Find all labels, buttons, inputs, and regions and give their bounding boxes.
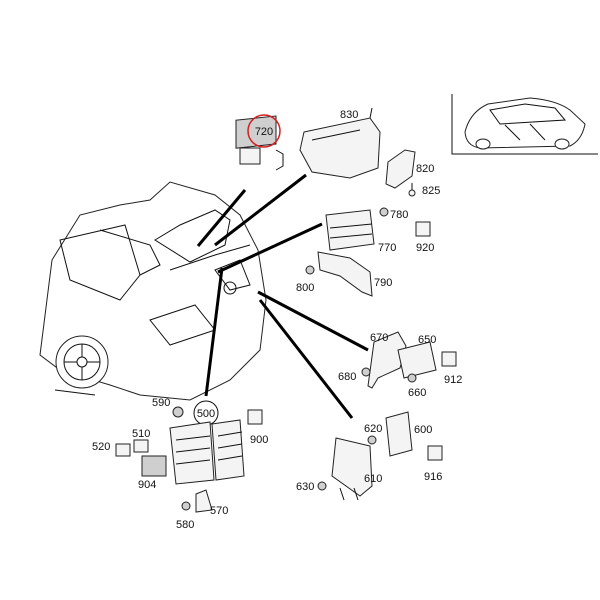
label-590: 590 — [152, 397, 170, 409]
label-580: 580 — [176, 519, 194, 531]
part-600-module[interactable] — [385, 411, 413, 457]
label-650: 650 — [418, 334, 436, 346]
part-920-connector[interactable] — [415, 221, 431, 237]
label-720: 720 — [255, 126, 273, 138]
part-650-module[interactable] — [397, 341, 437, 379]
vehicle-thumbnail — [451, 94, 598, 155]
part-720-module[interactable] — [235, 115, 284, 171]
label-900: 900 — [250, 434, 268, 446]
label-620: 620 — [364, 423, 382, 435]
part-660-nut[interactable] — [407, 373, 417, 383]
label-680: 680 — [338, 371, 356, 383]
label-510: 510 — [132, 428, 150, 440]
part-520-relay[interactable] — [115, 443, 131, 457]
label-820: 820 — [416, 163, 434, 175]
label-520: 520 — [92, 441, 110, 453]
label-660: 660 — [408, 387, 426, 399]
callout-500: 500 — [193, 400, 219, 426]
part-670-bracket[interactable] — [367, 331, 407, 389]
vehicle-outline — [39, 181, 267, 401]
part-904-module[interactable] — [141, 455, 167, 477]
label-630: 630 — [296, 481, 314, 493]
part-500-fuse-box[interactable] — [169, 419, 245, 485]
label-770: 770 — [378, 242, 396, 254]
part-800-nut[interactable] — [305, 265, 315, 275]
label-790: 790 — [374, 277, 392, 289]
part-912-connector[interactable] — [441, 351, 457, 367]
part-590-nut[interactable] — [172, 406, 184, 418]
label-830: 830 — [340, 109, 358, 121]
part-570-bracket[interactable] — [195, 489, 213, 513]
part-790-bracket[interactable] — [317, 251, 373, 297]
part-630-nut[interactable] — [317, 481, 327, 491]
label-825: 825 — [422, 185, 440, 197]
callout-720: 720 — [247, 114, 281, 148]
label-904: 904 — [138, 479, 156, 491]
part-580-nut[interactable] — [181, 501, 191, 511]
part-780-nut[interactable] — [379, 207, 389, 217]
label-670: 670 — [370, 332, 388, 344]
label-610: 610 — [364, 473, 382, 485]
part-820-module[interactable] — [385, 149, 416, 189]
label-916: 916 — [424, 471, 442, 483]
part-510-relay[interactable] — [133, 439, 149, 453]
label-800: 800 — [296, 282, 314, 294]
part-916-connector[interactable] — [427, 445, 443, 461]
leader-lines — [196, 173, 369, 419]
part-830-bracket[interactable] — [299, 107, 381, 179]
part-770-control-unit[interactable] — [325, 209, 375, 251]
label-780: 780 — [390, 209, 408, 221]
label-920: 920 — [416, 242, 434, 254]
label-912: 912 — [444, 374, 462, 386]
part-620-nut[interactable] — [367, 435, 377, 445]
label-570: 570 — [210, 505, 228, 517]
part-680-nut[interactable] — [361, 367, 371, 377]
part-900-connector[interactable] — [247, 409, 263, 425]
label-600: 600 — [414, 424, 432, 436]
part-825-bolt[interactable] — [408, 183, 416, 197]
part-610-control-unit[interactable] — [331, 437, 373, 501]
label-500: 500 — [197, 408, 215, 420]
highlight-ring — [247, 114, 281, 148]
